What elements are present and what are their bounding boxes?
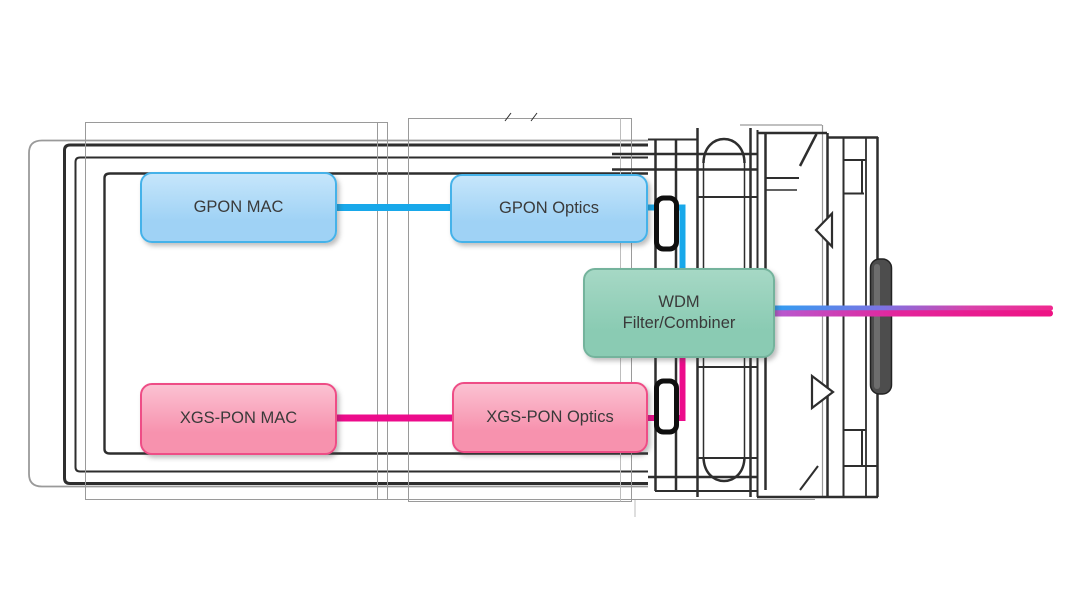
gpon-optics-label: GPON Optics: [499, 198, 599, 217]
fiber-output-line: [770, 305, 1053, 317]
xgspon-optics-label: XGS-PON Optics: [486, 407, 614, 426]
gpon-mac-label: GPON MAC: [193, 197, 284, 216]
xgspon-mac-block: XGS-PON MAC: [140, 383, 337, 455]
wdm-label-line2: Filter/Combiner: [622, 314, 736, 332]
gpon-coupler-icon: [654, 195, 679, 252]
xgspon-optics-block: XGS-PON Optics: [452, 382, 648, 453]
overlay-rect-left: [85, 122, 388, 500]
module-body-outline: [28, 139, 815, 517]
front-tab: [869, 258, 893, 395]
wdm-label-line1: WDM: [658, 292, 700, 311]
nose-assembly: [740, 124, 893, 499]
wdm-filter-combiner-block: WDM Filter/Combiner: [583, 268, 775, 358]
xgspon-mac-label: XGS-PON MAC: [179, 409, 298, 428]
gpon-optics-block: GPON Optics: [450, 174, 648, 243]
latch-triangle-left-icon: [814, 210, 834, 250]
gpon-mac-block: GPON MAC: [140, 172, 337, 243]
latch-triangle-right-icon: [810, 373, 835, 411]
xgspon-coupler-icon: [654, 378, 679, 435]
